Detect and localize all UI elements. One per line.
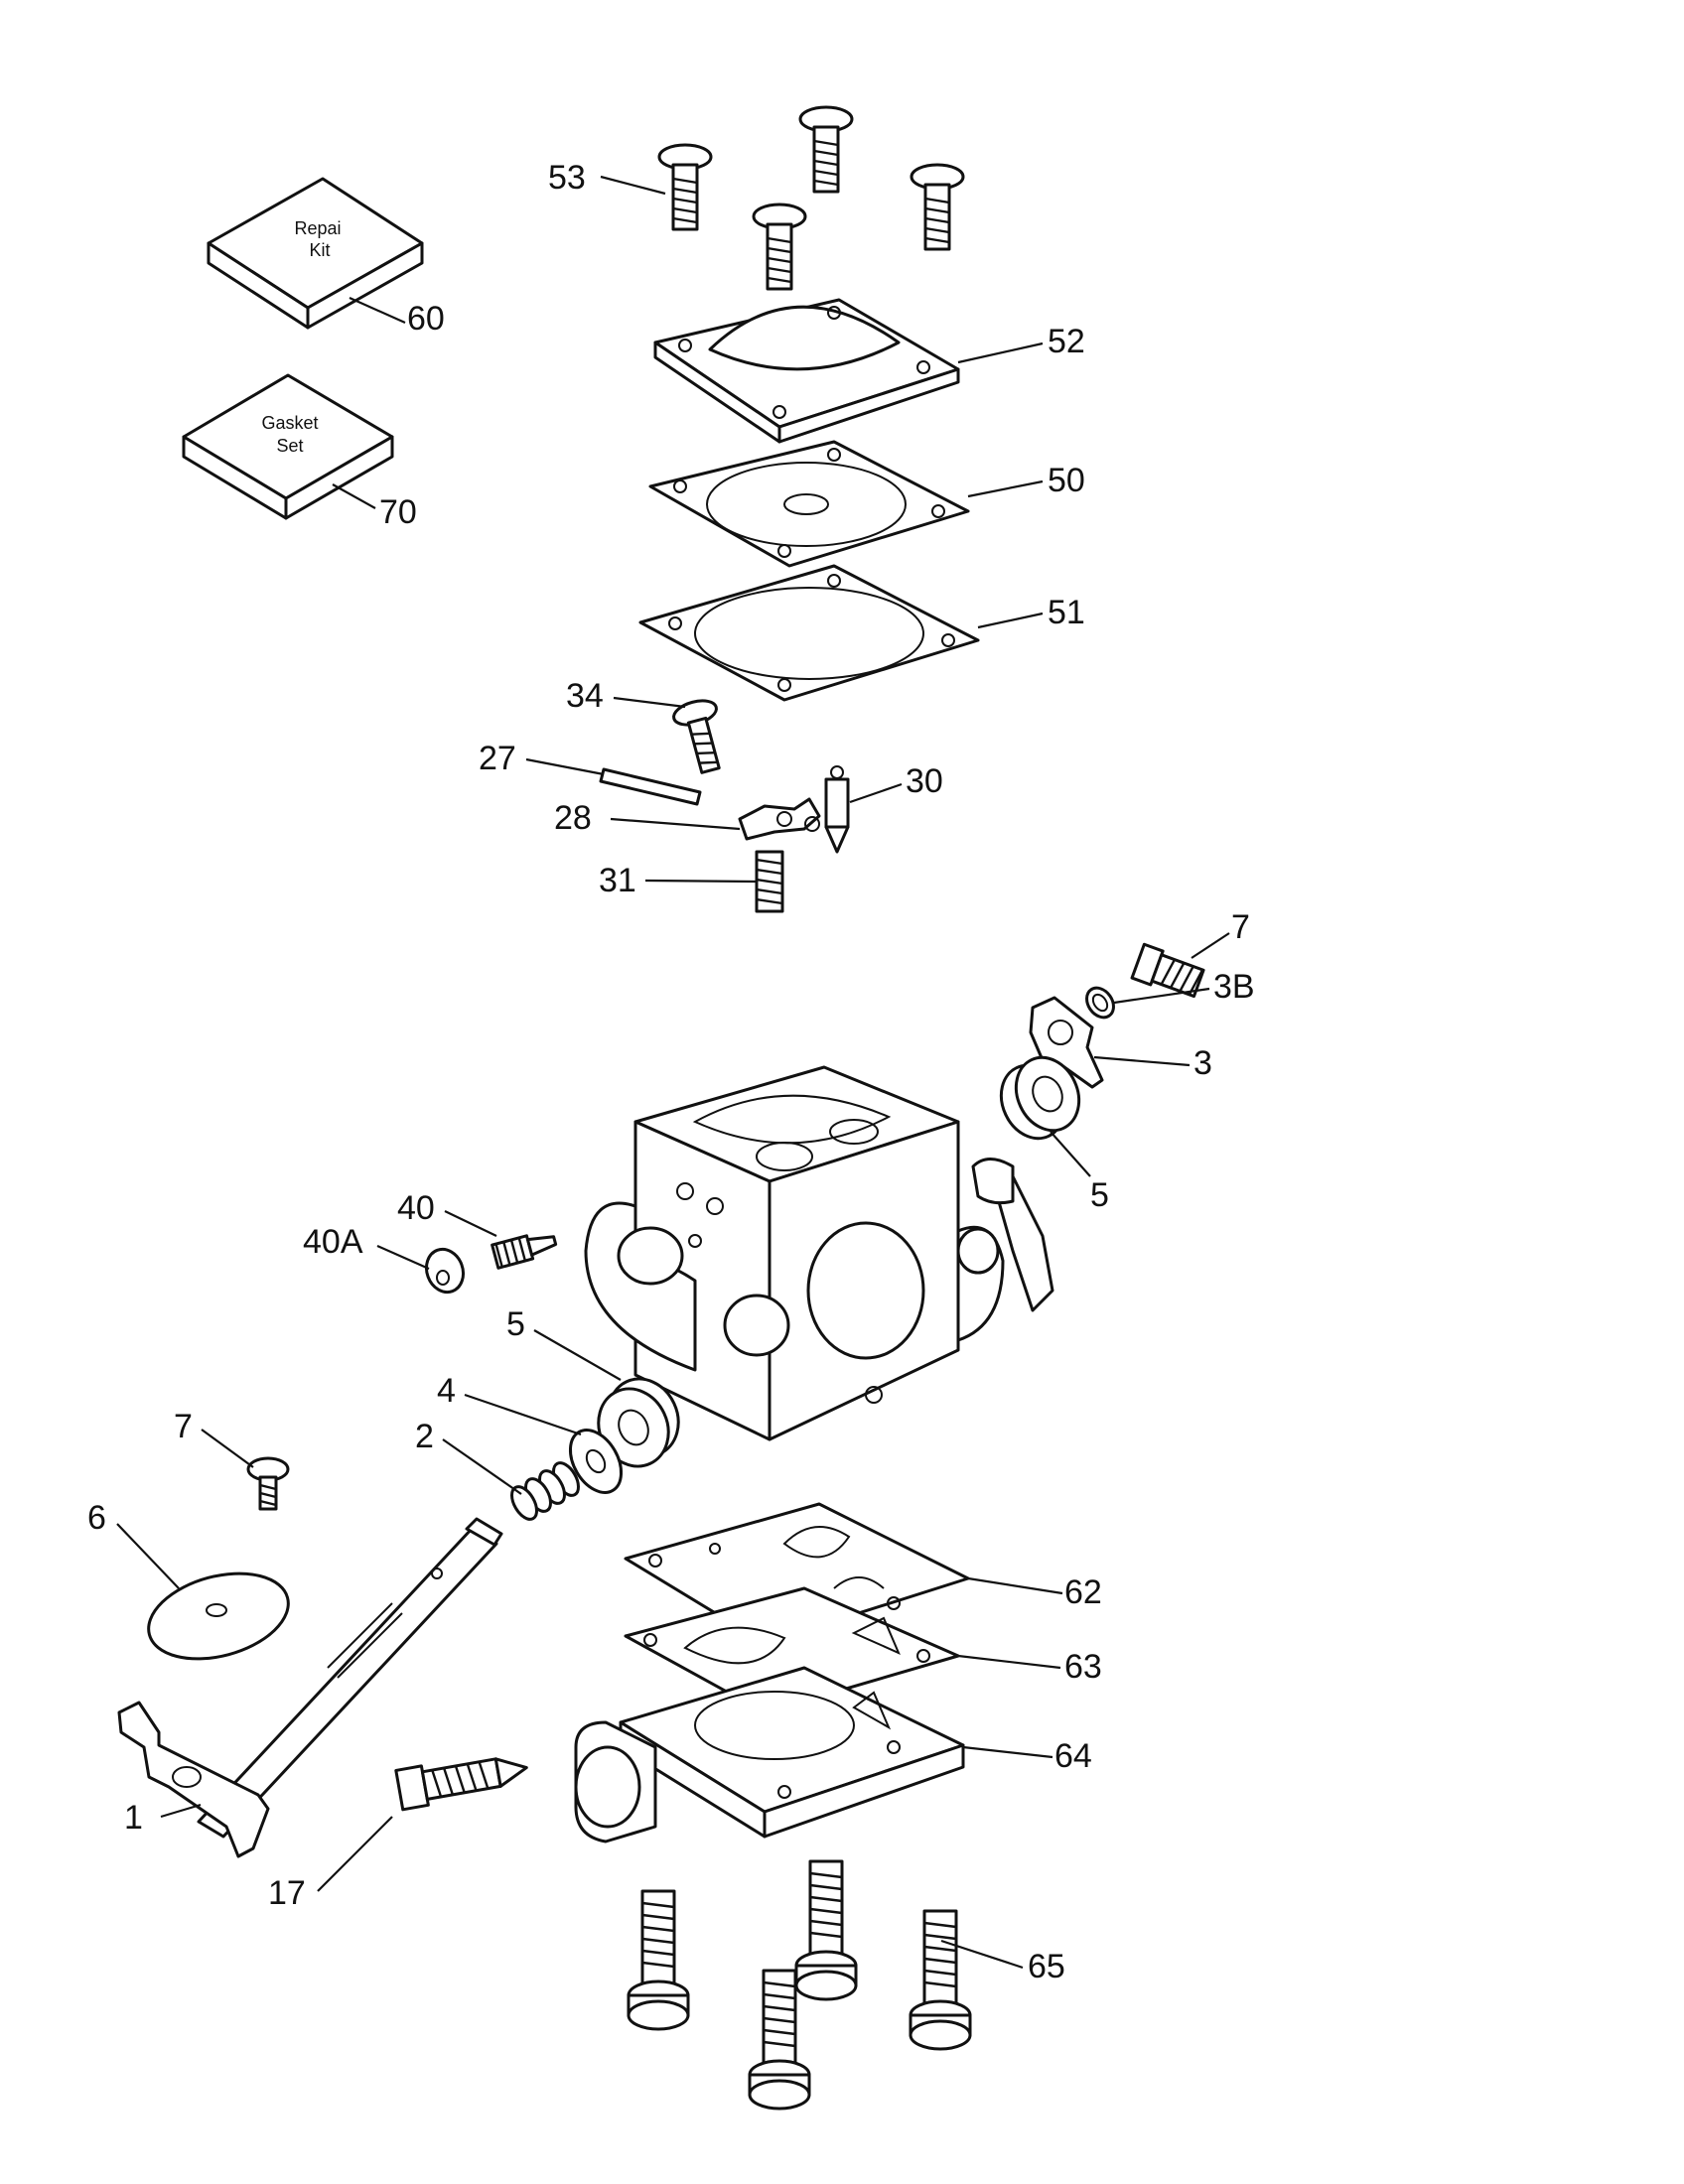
idle-screw-17 (394, 1757, 528, 1812)
label-52: 52 (1048, 323, 1085, 360)
label-53: 53 (548, 159, 586, 197)
gasket-set-box: Gasket Set (182, 373, 394, 520)
label-34: 34 (566, 677, 604, 715)
label-31: 31 (599, 862, 636, 899)
lever-28 (738, 797, 821, 841)
label-5-right: 5 (1090, 1176, 1109, 1214)
label-3: 3 (1193, 1044, 1212, 1082)
repair-kit-text-2: Kit (309, 240, 330, 260)
screw-7-upper (1130, 942, 1205, 999)
label-28: 28 (554, 799, 592, 837)
label-2: 2 (415, 1418, 434, 1455)
spring-31 (755, 850, 784, 913)
label-51: 51 (1048, 594, 1085, 631)
repair-kit-box: Repai Kit (207, 177, 424, 330)
label-30: 30 (906, 762, 943, 800)
label-70: 70 (379, 493, 417, 531)
spring-2 (510, 1461, 580, 1521)
label-3B: 3B (1213, 968, 1255, 1006)
pin-27 (599, 767, 702, 806)
label-64: 64 (1054, 1737, 1092, 1775)
part-labels: 53 60 70 52 50 51 34 27 28 30 31 7 3B 3 … (87, 159, 1255, 1985)
gasket-set-text-1: Gasket (261, 413, 318, 433)
screw-34 (672, 699, 721, 774)
leader-lines (116, 175, 1230, 1970)
throttle-shaft-1 (117, 1517, 503, 1858)
repair-kit-text-1: Repai (294, 218, 341, 238)
needle-30 (824, 765, 850, 854)
label-1: 1 (124, 1799, 143, 1837)
gasket-51 (638, 564, 980, 702)
label-4: 4 (437, 1372, 456, 1410)
disc-6 (147, 1571, 290, 1661)
label-40: 40 (397, 1189, 435, 1227)
label-7-lower: 7 (174, 1408, 193, 1445)
label-62: 62 (1064, 1573, 1102, 1611)
label-7-upper: 7 (1231, 908, 1250, 946)
carburetor-body (584, 1065, 1054, 1441)
label-60: 60 (407, 300, 445, 338)
label-50: 50 (1048, 462, 1085, 499)
seal-5-right (999, 1055, 1081, 1141)
pump-cover-52 (653, 298, 960, 444)
label-27: 27 (479, 740, 516, 777)
label-6: 6 (87, 1499, 106, 1537)
gasket-set-text-2: Set (276, 436, 303, 456)
label-17: 17 (268, 1874, 306, 1912)
label-65: 65 (1028, 1948, 1065, 1985)
label-5-left: 5 (506, 1305, 525, 1343)
screw-7-lower (246, 1456, 290, 1511)
label-63: 63 (1064, 1648, 1102, 1686)
top-screws (657, 105, 965, 291)
washer-4 (568, 1429, 624, 1494)
fitting-3 (1029, 996, 1104, 1089)
pump-body-64 (574, 1666, 965, 1843)
label-40A: 40A (303, 1223, 363, 1261)
diaphragm-50 (648, 440, 970, 568)
fitting-40 (491, 1234, 558, 1270)
cap-40A (424, 1247, 466, 1295)
washer-3B (1085, 986, 1115, 1020)
bottom-screws-65 (627, 1859, 972, 2111)
